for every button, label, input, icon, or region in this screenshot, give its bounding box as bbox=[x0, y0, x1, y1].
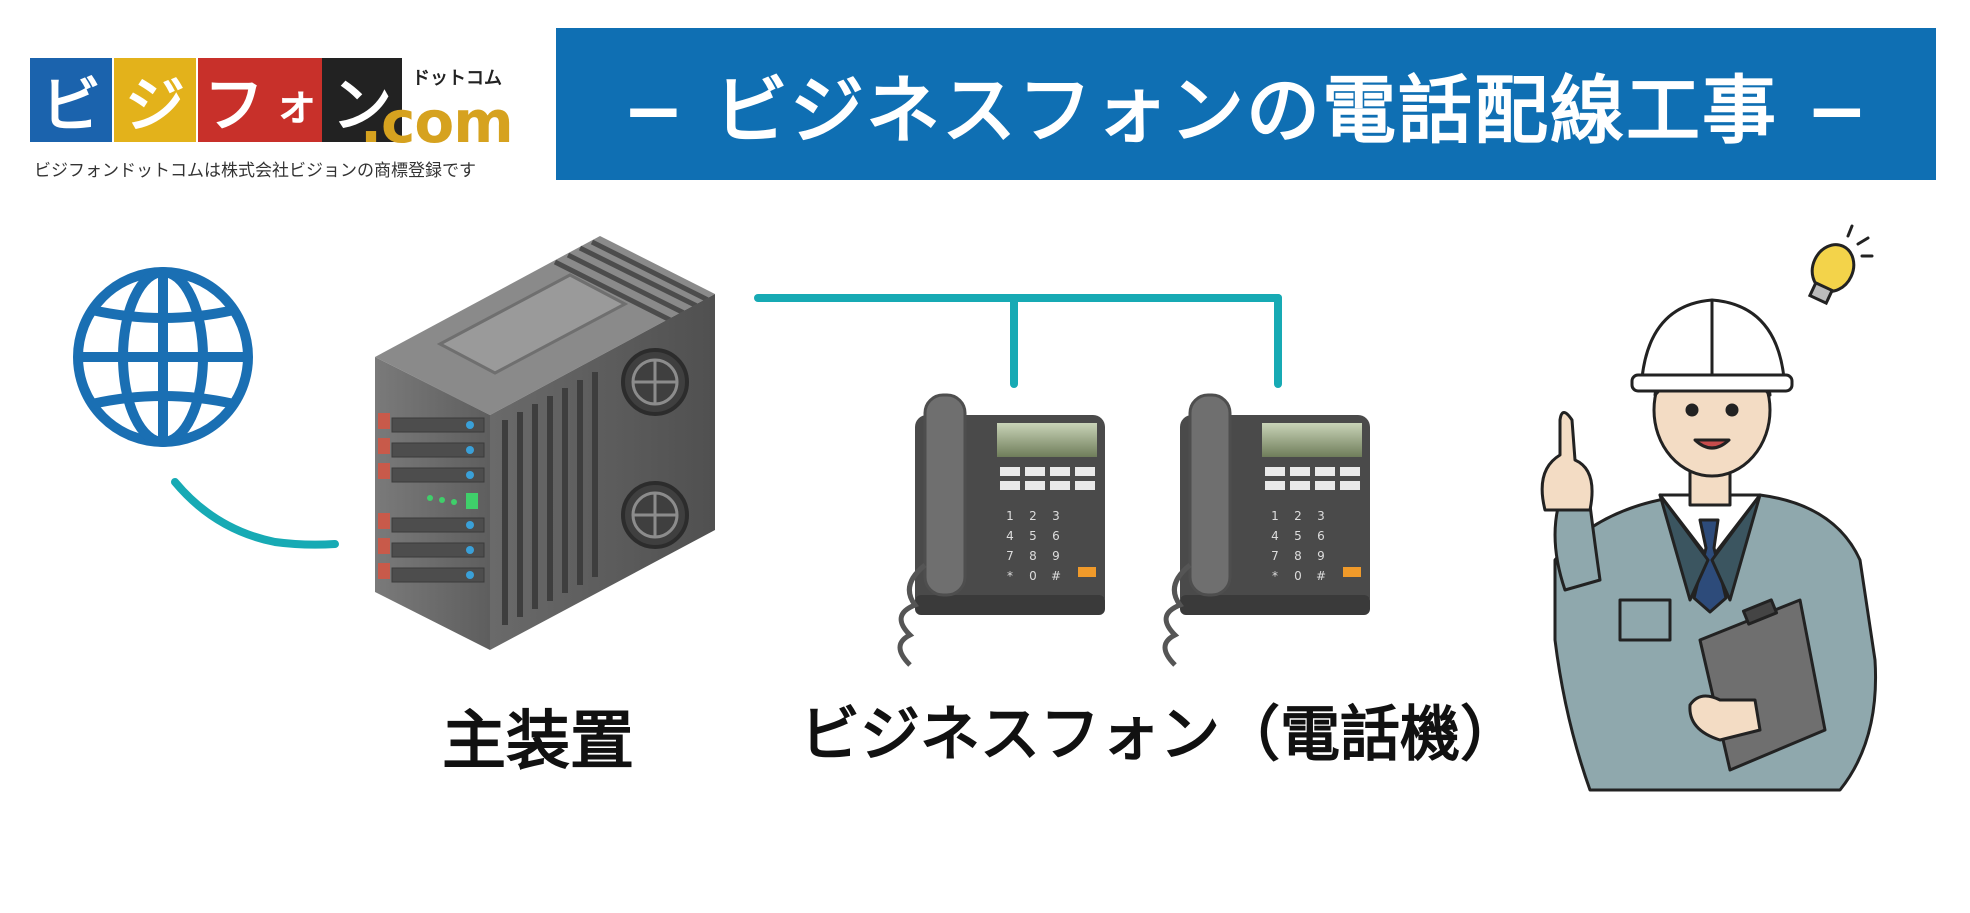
desk-phone-icon: 1 2 3 4 5 6 7 8 9 * 0 # bbox=[897, 393, 1105, 667]
worker-icon bbox=[1540, 298, 1878, 792]
label-main-unit: 主装置 bbox=[442, 705, 634, 779]
logo-tile-o: ォ bbox=[270, 58, 322, 142]
logo[interactable]: ビ ジ フ ォ ン ドットコム .com ビジフォンドットコムは株式会社ビジョン… bbox=[30, 46, 514, 186]
logo-tile-fu: フ bbox=[198, 58, 270, 142]
lightbulb-icon bbox=[1807, 224, 1874, 306]
svg-text:5: 5 bbox=[1294, 529, 1302, 543]
logo-tile-ji: ジ bbox=[114, 58, 196, 142]
wires bbox=[171, 294, 1282, 549]
svg-text:0: 0 bbox=[1294, 569, 1302, 583]
globe-icon bbox=[73, 267, 253, 447]
logo-trademark-note: ビジフォンドットコムは株式会社ビジョンの商標登録です bbox=[34, 161, 476, 181]
svg-text:9: 9 bbox=[1317, 549, 1325, 563]
svg-text:1: 1 bbox=[1006, 509, 1014, 523]
page-title: − ビジネスフォンの電話配線工事 − bbox=[622, 67, 1870, 154]
svg-text:0: 0 bbox=[1029, 569, 1037, 583]
svg-text:7: 7 bbox=[1271, 549, 1279, 563]
label-business-phone: ビジネスフォン（電話機） bbox=[800, 700, 1520, 770]
svg-text:5: 5 bbox=[1029, 529, 1037, 543]
svg-text:9: 9 bbox=[1052, 549, 1060, 563]
wire-internet-to-server bbox=[171, 478, 339, 549]
server-icon bbox=[375, 236, 715, 650]
svg-text:8: 8 bbox=[1294, 549, 1302, 563]
header-banner: − ビジネスフォンの電話配線工事 − bbox=[556, 28, 1936, 180]
svg-text:6: 6 bbox=[1052, 529, 1060, 543]
svg-text:3: 3 bbox=[1317, 509, 1325, 523]
logo-tile-bi: ビ bbox=[30, 58, 112, 142]
svg-text:2: 2 bbox=[1294, 509, 1302, 523]
logo-ruby: ドットコム bbox=[412, 68, 502, 89]
svg-text:2: 2 bbox=[1029, 509, 1037, 523]
logo-com: .com bbox=[360, 88, 514, 156]
svg-text:#: # bbox=[1316, 569, 1326, 583]
svg-text:*: * bbox=[1007, 569, 1013, 583]
svg-text:3: 3 bbox=[1052, 509, 1060, 523]
svg-text:1: 1 bbox=[1271, 509, 1279, 523]
logo-tile-n: ン bbox=[322, 58, 402, 142]
svg-text:4: 4 bbox=[1006, 529, 1014, 543]
svg-text:6: 6 bbox=[1317, 529, 1325, 543]
svg-text:7: 7 bbox=[1006, 549, 1014, 563]
svg-text:8: 8 bbox=[1029, 549, 1037, 563]
svg-text:4: 4 bbox=[1271, 529, 1279, 543]
svg-text:*: * bbox=[1272, 569, 1278, 583]
desk-phone-icon: 1 2 3 4 5 6 7 8 9 * 0 # bbox=[1162, 393, 1370, 667]
svg-text:#: # bbox=[1051, 569, 1061, 583]
